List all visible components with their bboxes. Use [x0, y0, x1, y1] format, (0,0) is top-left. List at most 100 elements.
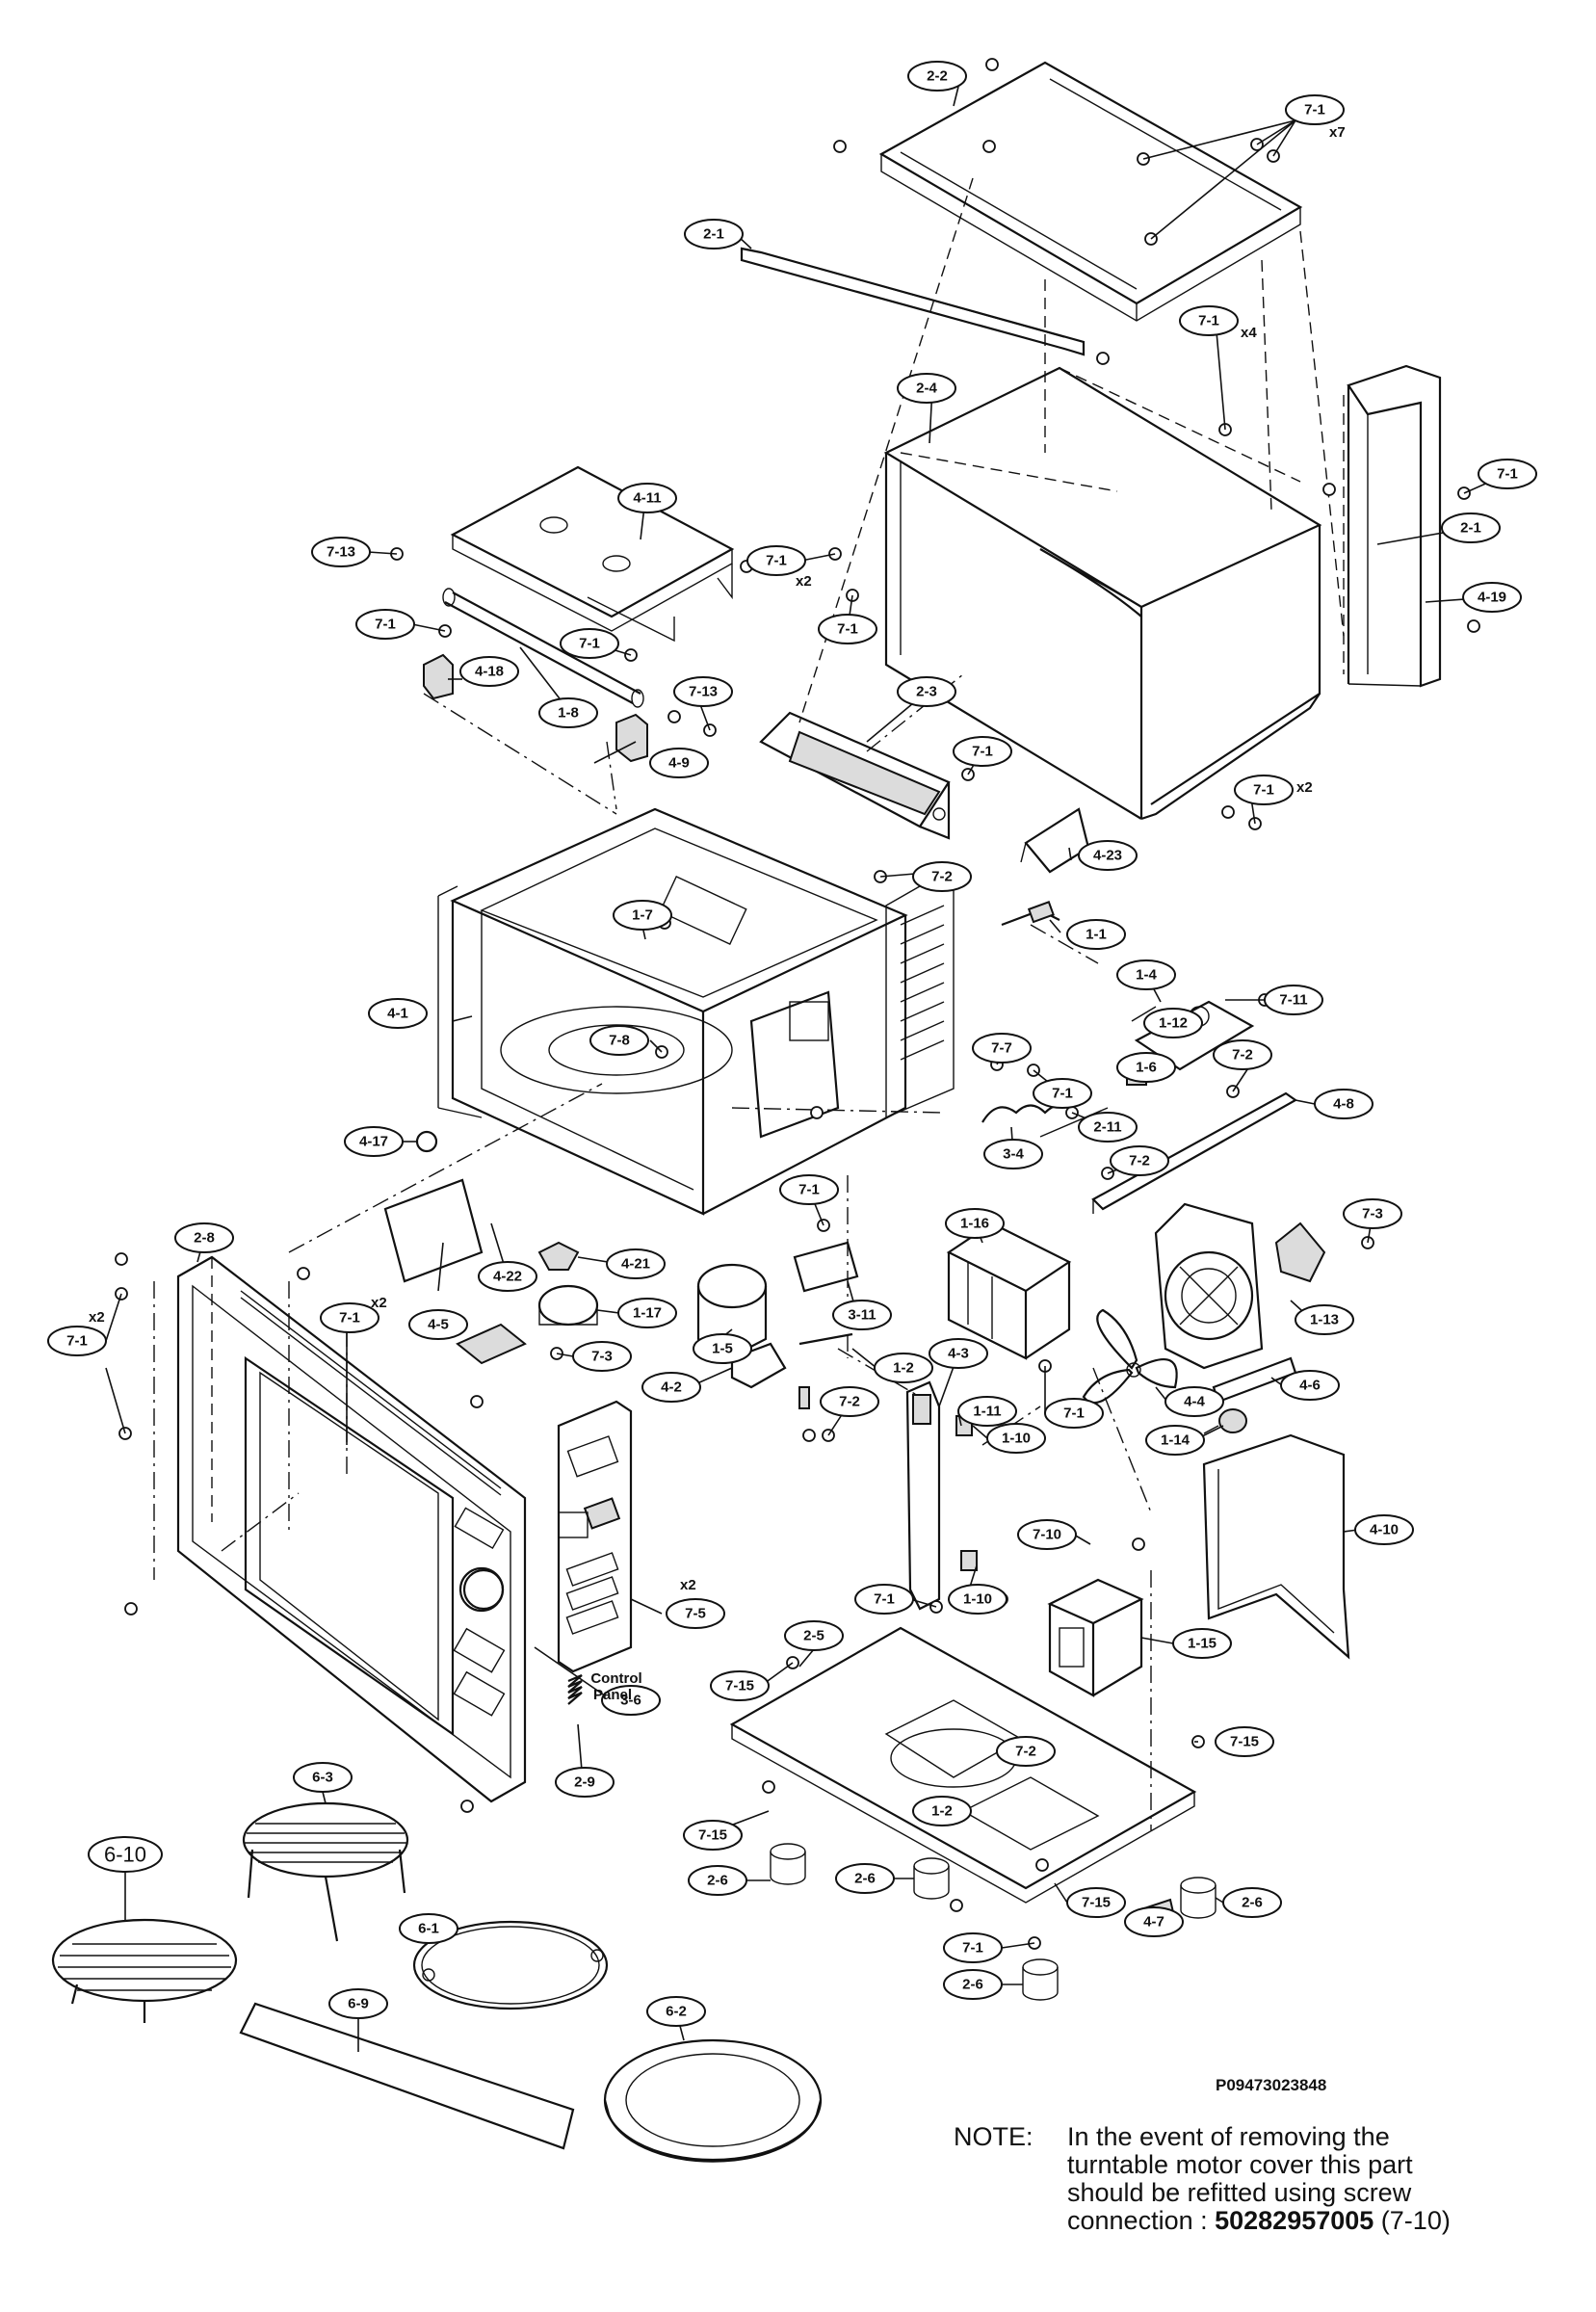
duct-box	[759, 711, 951, 840]
svg-text:2-1: 2-1	[1460, 520, 1481, 537]
callout-7-1: 7-1	[1478, 459, 1537, 489]
callout-1-11: 1-11	[957, 1396, 1017, 1427]
callout-7-11: 7-11	[1264, 985, 1323, 1015]
svg-text:7-1: 7-1	[837, 621, 858, 638]
svg-text:7-1: 7-1	[962, 1940, 983, 1957]
high-rack	[242, 1801, 409, 1942]
callout-1-4: 1-4	[1116, 959, 1176, 990]
capacitor-clamp	[730, 1342, 787, 1389]
callout-2-6: 2-6	[943, 1969, 1003, 2000]
callout-1-13: 1-13	[1295, 1304, 1354, 1335]
svg-text:7-15: 7-15	[725, 1678, 754, 1695]
svg-text:7-1: 7-1	[339, 1310, 360, 1327]
svg-text:7-1: 7-1	[579, 636, 600, 652]
callout-4-6: 4-6	[1280, 1370, 1340, 1401]
svg-text:4-3: 4-3	[948, 1346, 969, 1362]
knob	[462, 1568, 505, 1611]
svg-text:7-7: 7-7	[991, 1040, 1012, 1057]
callout-1-14: 1-14	[1145, 1425, 1205, 1456]
callout-3-4: 3-4	[983, 1139, 1043, 1169]
callout-2-2: 2-2	[907, 61, 967, 92]
callout-7-1-mult: x2	[89, 1309, 105, 1326]
transformer-1-16	[946, 1222, 1072, 1360]
svg-text:7-3: 7-3	[591, 1349, 613, 1365]
svg-text:4-2: 4-2	[661, 1379, 682, 1396]
callout-6-10: 6-10	[88, 1836, 163, 1873]
svg-text:7-1: 7-1	[66, 1333, 88, 1350]
svg-text:7-1: 7-1	[375, 617, 396, 633]
motor-1-14	[1203, 1408, 1247, 1434]
callout-1-15: 1-15	[1172, 1628, 1232, 1659]
svg-text:3-4: 3-4	[1003, 1146, 1024, 1163]
callout-1-7: 1-7	[613, 900, 672, 931]
top-cover-plate	[878, 61, 1303, 322]
callout-7-1-mult: x2	[1296, 779, 1313, 796]
callout-7-1: 7-1	[818, 614, 877, 644]
callout-7-1: 7-1	[854, 1584, 914, 1615]
callout-7-10: 7-10	[1017, 1519, 1077, 1550]
callout-4-22: 4-22	[478, 1261, 537, 1292]
svg-text:4-7: 4-7	[1143, 1914, 1164, 1931]
callout-7-1-mult: x2	[796, 573, 812, 590]
callout-7-1: 7-1	[47, 1326, 107, 1356]
svg-text:4-6: 4-6	[1299, 1378, 1321, 1394]
svg-text:1-13: 1-13	[1310, 1312, 1339, 1328]
callout-4-4: 4-4	[1164, 1386, 1224, 1417]
oven-cavity	[437, 807, 955, 1216]
callout-7-15: 7-15	[1066, 1887, 1126, 1918]
side-rail-right	[1347, 364, 1442, 688]
control-panel-label-2: Panel	[593, 1687, 632, 1703]
callout-2-6: 2-6	[1222, 1887, 1282, 1918]
note-line-3: should be refitted using screw	[1067, 2178, 1412, 2207]
callout-3-11: 3-11	[832, 1300, 892, 1330]
callout-2-4: 2-4	[897, 373, 956, 404]
svg-text:2-4: 2-4	[916, 381, 937, 397]
callout-6-3: 6-3	[293, 1762, 353, 1793]
svg-text:1-15: 1-15	[1188, 1636, 1217, 1652]
note-line-4-suffix: (7-10)	[1374, 2206, 1451, 2235]
callout-2-9: 2-9	[555, 1767, 615, 1798]
svg-text:7-2: 7-2	[839, 1394, 860, 1410]
callout-4-19: 4-19	[1462, 582, 1522, 613]
callout-1-6: 1-6	[1116, 1052, 1176, 1083]
svg-text:2-3: 2-3	[916, 684, 937, 700]
note-line-4-prefix: connection :	[1067, 2206, 1216, 2235]
coupler	[537, 1241, 580, 1271]
callout-7-1: 7-1	[320, 1302, 379, 1333]
callout-4-17: 4-17	[344, 1126, 404, 1157]
svg-text:4-9: 4-9	[668, 755, 690, 772]
alignment-lines	[153, 177, 1345, 1830]
svg-text:6-2: 6-2	[666, 2004, 687, 2020]
callout-7-1: 7-1	[1285, 94, 1345, 125]
svg-text:1-7: 1-7	[632, 907, 653, 924]
svg-text:1-2: 1-2	[893, 1360, 914, 1377]
callout-7-1: 7-1	[1234, 775, 1294, 805]
svg-text:3-11: 3-11	[848, 1307, 876, 1324]
fuse	[798, 1386, 810, 1409]
callout-2-8: 2-8	[174, 1222, 234, 1253]
callout-2-1: 2-1	[1441, 512, 1501, 543]
callout-7-2: 7-2	[996, 1736, 1056, 1767]
svg-text:7-2: 7-2	[1232, 1047, 1253, 1064]
reference-code: P09473023848	[1216, 2076, 1326, 2094]
callout-4-11: 4-11	[617, 483, 677, 513]
callout-6-9: 6-9	[328, 1988, 388, 2019]
callout-7-1: 7-1	[1179, 305, 1239, 336]
air-duct	[1202, 1433, 1350, 1660]
svg-text:7-1: 7-1	[1497, 466, 1518, 483]
note-body: In the event of removing the turntable m…	[1067, 2123, 1568, 2235]
callout-7-1: 7-1	[355, 609, 415, 640]
callout-4-10: 4-10	[1354, 1514, 1414, 1545]
svg-text:7-11: 7-11	[1279, 992, 1307, 1009]
lamp-cable	[1001, 901, 1060, 927]
svg-text:1-10: 1-10	[963, 1591, 992, 1608]
svg-text:2-1: 2-1	[703, 226, 724, 243]
note-label: NOTE:	[954, 2122, 1033, 2151]
top-rail	[740, 247, 1086, 356]
svg-text:1-11: 1-11	[973, 1404, 1001, 1420]
svg-text:4-8: 4-8	[1333, 1096, 1354, 1113]
svg-text:6-3: 6-3	[312, 1770, 333, 1786]
low-rack	[51, 1918, 238, 2023]
svg-text:1-4: 1-4	[1136, 967, 1157, 984]
callout-2-6: 2-6	[688, 1865, 747, 1896]
